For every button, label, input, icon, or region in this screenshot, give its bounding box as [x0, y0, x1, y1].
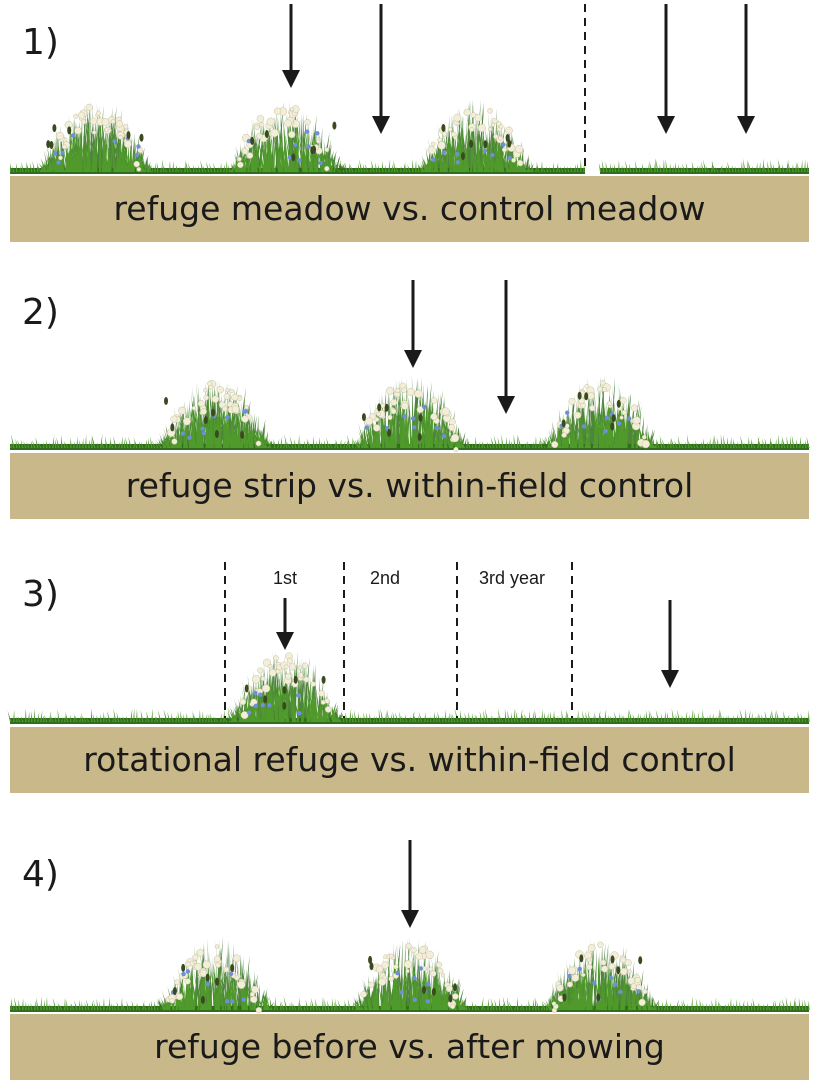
flower-tuft — [352, 374, 467, 453]
grass-strip — [7, 708, 810, 724]
arrow — [372, 4, 390, 134]
panel-caption: refuge strip vs. within-field control — [125, 466, 694, 505]
arrow — [657, 4, 675, 134]
panel-4-illustration — [10, 840, 810, 1014]
arrow — [737, 4, 755, 134]
panel-caption: refuge meadow vs. control meadow — [113, 189, 706, 228]
flower-tuft — [417, 99, 534, 172]
flower-tuft — [228, 100, 347, 172]
arrow — [276, 598, 294, 650]
panel-number: 1) — [22, 22, 59, 63]
panel-1-illustration — [10, 4, 809, 174]
arrow — [282, 4, 300, 88]
year-label-1st: 1st — [273, 568, 297, 588]
panel-caption: refuge before vs. after mowing — [154, 1027, 665, 1066]
panel-4: 4) refuge before vs. after mowing — [0, 830, 819, 1085]
panel-caption: rotational refuge vs. within-field contr… — [83, 740, 736, 779]
panel-2: 2) refuge strip vs. within-field control — [0, 270, 819, 530]
panel-2-illustration — [10, 280, 810, 453]
panel-3: 3) 1st 2nd 3rd year rotational refuge vs… — [0, 550, 819, 810]
ground-bar — [10, 176, 809, 242]
panel-number: 4) — [22, 854, 59, 895]
ground-bar — [10, 727, 809, 793]
year-label-2nd: 2nd — [370, 568, 400, 588]
panel-1: 1) refuge meadow vs. control meadow — [0, 0, 819, 250]
arrow — [661, 600, 679, 688]
flower-tuft — [542, 937, 660, 1013]
grass-strip — [598, 158, 809, 174]
year-label-3rd: 3rd year — [479, 568, 545, 588]
arrow — [404, 280, 422, 368]
ground-bar — [10, 1014, 809, 1080]
arrow — [401, 840, 419, 928]
flower-tuft — [540, 375, 658, 449]
panel-number: 3) — [22, 574, 59, 615]
flower-tuft — [225, 650, 344, 722]
flower-tuft — [153, 936, 275, 1014]
panel-3-illustration: 1st 2nd 3rd year — [7, 562, 810, 724]
panel-number: 2) — [22, 292, 59, 333]
flower-tuft — [37, 101, 152, 172]
ground-bar — [10, 453, 809, 519]
flower-tuft — [352, 937, 467, 1010]
arrow — [497, 280, 515, 414]
flower-tuft — [154, 376, 275, 448]
